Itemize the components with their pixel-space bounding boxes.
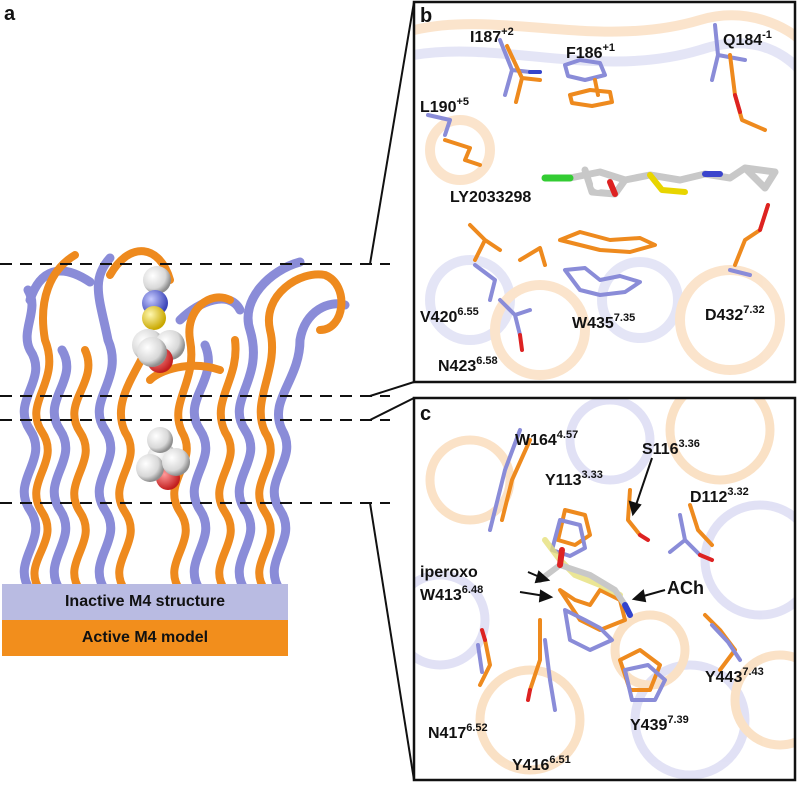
ly2033298-sticks [541,164,779,198]
label-n417: N4176.52 [428,722,488,742]
ly2033298-spheres [132,266,185,373]
label-l190: L190+5 [420,96,469,116]
panel-b-letter: b [420,5,432,27]
panel-b: b I187+2 F186+1 Q184-1 L190+5 LY2033298 … [412,0,797,384]
label-w413: W4136.48 [420,584,483,604]
label-y416: Y4166.51 [512,754,571,774]
label-iperoxo: iperoxo [420,564,478,581]
slab-lines [0,263,390,504]
connector-lines [369,1,415,781]
active-helices [30,247,346,594]
label-n423: N4236.58 [438,355,498,375]
label-ly2033298: LY2033298 [450,189,531,206]
label-d432: D4327.32 [705,304,765,324]
panel-c-letter: c [420,403,431,425]
legend-inactive-label: Inactive M4 structure [64,593,226,610]
label-s116: S1163.36 [642,438,700,458]
orthosteric-ligand-spheres [136,427,190,490]
label-y439: Y4397.39 [630,714,689,734]
label-v420: V4206.55 [420,306,479,326]
panel-b-labels: I187+2 F186+1 Q184-1 L190+5 LY2033298 V4… [420,26,772,375]
panel-c-structure [414,398,795,780]
label-y443: Y4437.43 [705,666,764,686]
label-d112: D1123.32 [690,486,749,506]
orthosteric-ligands-sticks [537,537,633,618]
panel-c-arrows [519,457,666,603]
inactive-helices [19,253,350,595]
legend-inactive-structure: Inactive M4 structure [2,584,288,620]
panel-b-structure [414,2,795,382]
panel-b-frame [412,0,797,384]
label-q184: Q184-1 [723,29,772,49]
panel-a-letter: a [4,3,16,25]
panel-c-frame [412,396,797,782]
label-w435: W4357.35 [572,312,635,332]
receptor-cartoon [19,247,350,595]
legend-active-model: Active M4 model [2,620,288,656]
label-i187: I187+2 [470,26,514,46]
legend-active-label: Active M4 model [81,629,209,646]
panel-c-labels: W1644.57 Y1133.33 S1163.36 D1123.32 iper… [420,429,764,774]
panel-a: a [0,1,415,781]
label-w164: W1644.57 [515,429,578,449]
label-ach: ACh [667,578,704,598]
label-y113: Y1133.33 [545,469,603,489]
panel-c: c W1644.57 Y1133.33 S1163.36 D1123.32 ip… [412,396,797,782]
label-f186: F186+1 [566,42,615,62]
